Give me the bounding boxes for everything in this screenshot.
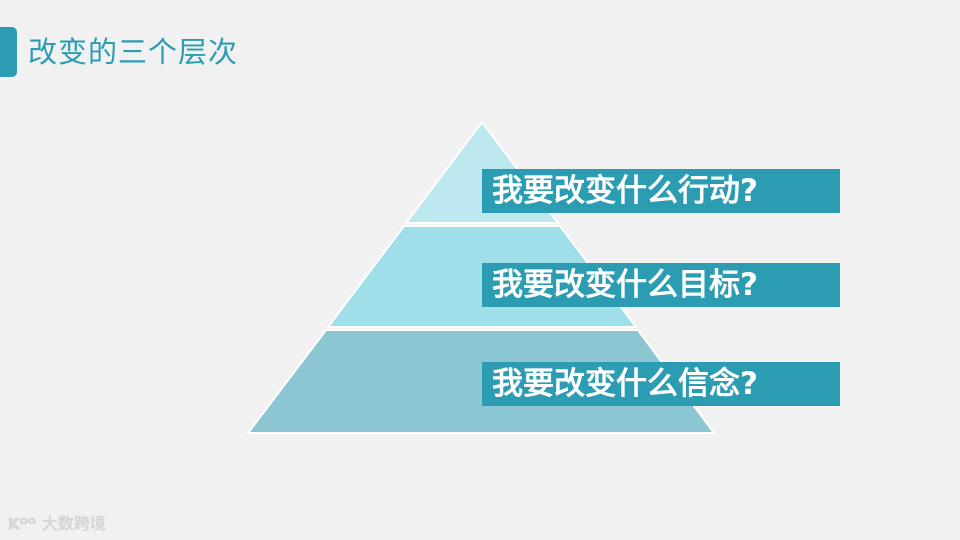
title-accent-bar: [0, 27, 17, 77]
logo-text: 大数跨境: [41, 514, 106, 533]
logo-icon: Kᴼᴼ: [8, 515, 36, 533]
watermark-logo: Kᴼᴼ 大数跨境: [8, 510, 106, 534]
pyramid-label-goal: 我要改变什么目标?: [482, 263, 840, 307]
page-title: 改变的三个层次: [28, 35, 239, 69]
pyramid-label-belief: 我要改变什么信念?: [482, 362, 840, 406]
pyramid-level-bottom: [245, 329, 716, 434]
pyramid-label-action: 我要改变什么行动?: [482, 169, 840, 213]
